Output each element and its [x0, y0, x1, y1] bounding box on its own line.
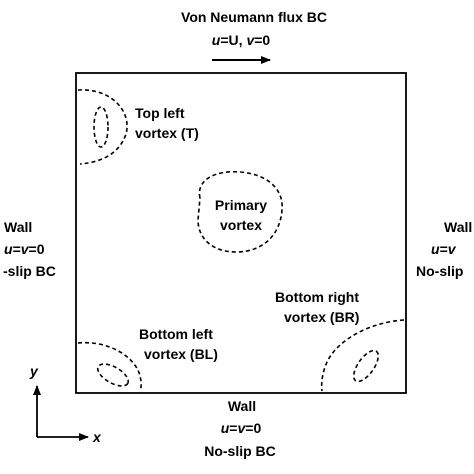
- bottom-right-vortex-inner: [352, 349, 380, 383]
- top-left-vortex-label-line2: vortex (T): [135, 125, 199, 141]
- top-left-vortex-label-line1: Top left: [135, 105, 185, 121]
- bottom-left-vortex-label-line2: vortex (BL): [144, 346, 218, 362]
- bottom-right-vortex-outer: [320, 319, 405, 392]
- bottom-left-vortex-outer: [77, 341, 142, 392]
- right-bc-title: Wall: [444, 219, 472, 235]
- bottom-bc-equation: u=v=0: [221, 420, 262, 436]
- top-bc-v-value: =0: [254, 32, 270, 48]
- top-bc-u-value: =U,: [220, 32, 246, 48]
- bottom-bc-title: Wall: [228, 398, 256, 414]
- bottom-bc-subtitle: No-slip BC: [204, 443, 276, 459]
- right-bc-v-symbol: v: [448, 241, 457, 257]
- x-axis-label: x: [92, 429, 102, 445]
- bottom-left-vortex-inner: [96, 363, 130, 387]
- right-bc-eq-sign: =: [440, 241, 448, 257]
- left-bc-v-symbol: v: [21, 241, 30, 257]
- left-bc-eq-sign: =: [13, 241, 21, 257]
- y-axis-label: y: [29, 363, 39, 379]
- left-bc-title: Wall: [4, 219, 32, 235]
- left-bc-subtitle: -slip BC: [3, 263, 56, 279]
- bottom-right-vortex-label-line1: Bottom right: [275, 289, 359, 305]
- cavity-box: [75, 72, 407, 394]
- bottom-bc-u-symbol: u: [221, 420, 230, 436]
- top-bc-u-symbol: u: [212, 32, 221, 48]
- left-bc-equation: u=v=0: [4, 241, 45, 257]
- top-bc-title: Von Neumann flux BC: [181, 9, 327, 25]
- primary-vortex-label-line1: Primary: [215, 197, 267, 213]
- right-bc-subtitle: No-slip: [416, 263, 463, 279]
- bottom-bc-value: =0: [245, 420, 261, 436]
- top-bc-equation: u=U, v=0: [212, 32, 271, 48]
- top-left-vortex-inner: [93, 106, 109, 148]
- right-bc-equation: u=v: [431, 241, 457, 257]
- primary-vortex-outline: [197, 170, 283, 253]
- left-bc-value: =0: [29, 241, 45, 257]
- primary-vortex-label-line2: vortex: [220, 217, 262, 233]
- right-bc-u-symbol: u: [431, 241, 440, 257]
- bottom-right-vortex-label-line2: vortex (BR): [284, 309, 359, 325]
- top-bc-v-symbol: v: [246, 32, 255, 48]
- left-bc-u-symbol: u: [4, 241, 13, 257]
- top-left-vortex-outer: [77, 89, 128, 165]
- bottom-bc-eq-sign: =: [229, 420, 237, 436]
- bottom-bc-v-symbol: v: [237, 420, 246, 436]
- bottom-left-vortex-label-line1: Bottom left: [139, 326, 213, 342]
